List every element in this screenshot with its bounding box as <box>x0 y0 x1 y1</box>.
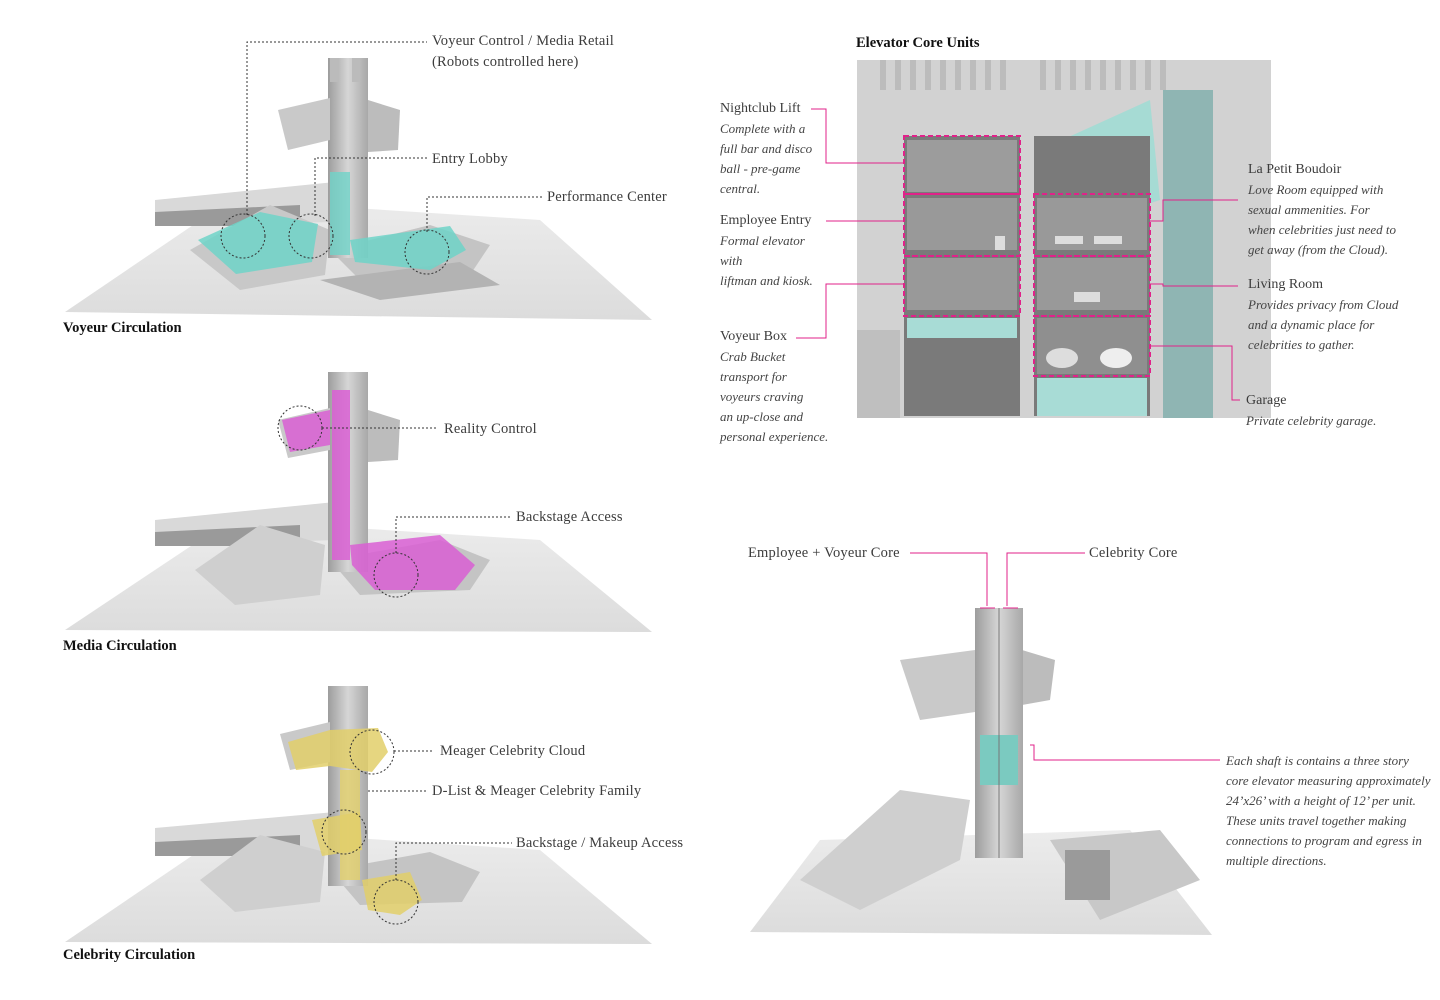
core-overview-model <box>750 552 1220 935</box>
label-makeup-access: Backstage / Makeup Access <box>516 835 684 851</box>
title-celebrity-circulation: Celebrity Circulation <box>63 947 196 963</box>
voyeur-path-west <box>198 212 318 274</box>
label-backstage-access: Backstage Access <box>516 509 623 525</box>
note-employee-entry: Employee Entry Formal elevator with lift… <box>720 213 813 288</box>
label-entry-lobby: Entry Lobby <box>432 151 508 167</box>
note-la-petit-boudoir: La Petit Boudoir Love Room equipped with… <box>1248 162 1397 257</box>
label-performance-center: Performance Center <box>547 189 667 205</box>
note-garage: Garage Private celebrity garage. <box>1246 393 1377 428</box>
note-voyeur-box: Voyeur Box Crab Bucket transport for voy… <box>720 329 829 444</box>
note-living-room: Living Room Provides privacy from Cloud … <box>1248 277 1399 352</box>
label-voyeur-control-sub: (Robots controlled here) <box>432 54 579 70</box>
label-celebrity-cloud: Meager Celebrity Cloud <box>440 743 586 759</box>
note-nightclub-lift: Nightclub Lift Complete with a full bar … <box>720 101 813 196</box>
celebrity-circulation-model <box>65 686 652 944</box>
label-reality-control: Reality Control <box>444 421 537 437</box>
voyeur-circulation-model <box>65 41 652 320</box>
title-media-circulation: Media Circulation <box>63 638 177 654</box>
title-elevator-core-units: Elevator Core Units <box>856 35 980 51</box>
label-celebrity-core: Celebrity Core <box>1089 545 1178 561</box>
celebrity-path-cloud <box>288 728 388 772</box>
label-employee-voyeur-core: Employee + Voyeur Core <box>748 545 900 561</box>
media-path-shaft <box>332 390 350 560</box>
label-celebrity-family: D-List & Meager Celebrity Family <box>432 783 642 799</box>
label-voyeur-control: Voyeur Control / Media Retail <box>432 33 614 49</box>
note-core-description: Each shaft is contains a three story cor… <box>1226 753 1431 868</box>
title-voyeur-circulation: Voyeur Circulation <box>63 320 182 336</box>
elevator-core-section <box>796 60 1271 418</box>
media-circulation-model <box>65 372 652 632</box>
